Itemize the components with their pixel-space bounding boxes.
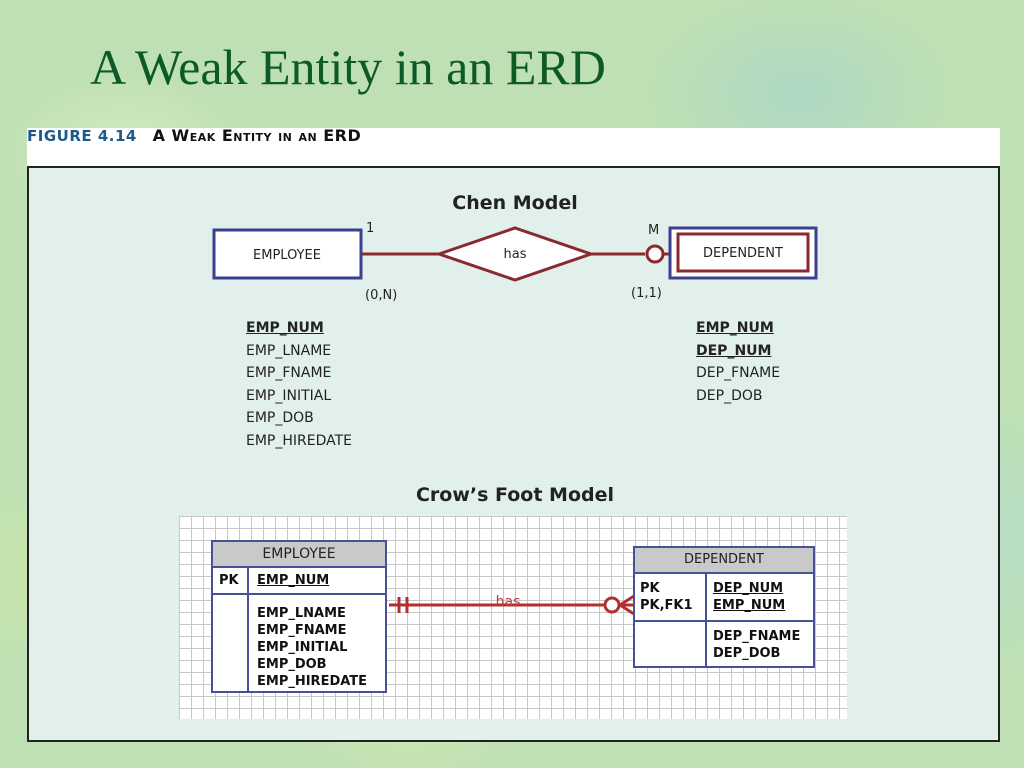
chen-dependent-label: DEPENDENT — [703, 246, 783, 261]
cf-dependent-table: DEPENDENT PK PK,FK1 DEP_NUM EMP_NUM DEP_… — [633, 546, 815, 668]
figure-caption-text: A Weak Entity in an ERD — [152, 126, 362, 145]
cf-dependent-fk-field: EMP_NUM — [713, 598, 786, 613]
cf-dependent-header: DEPENDENT — [635, 548, 813, 574]
crowsfoot-has-label: has — [496, 594, 521, 610]
chen-employee-entity — [212, 228, 363, 280]
cf-dependent-attr-row: DEP_FNAME DEP_DOB — [635, 622, 813, 666]
chen-heading: Chen Model — [452, 192, 577, 214]
cf-employee-header: EMPLOYEE — [213, 542, 385, 568]
dependent-attribute: DEP_FNAME — [696, 365, 781, 381]
employee-attribute: EMP_NUM — [246, 320, 324, 336]
chen-has-diamond — [434, 226, 596, 282]
optional-circle — [603, 596, 621, 614]
cf-dependent-attribute: DEP_DOB — [713, 646, 781, 661]
crowsfoot-heading: Crow’s Foot Model — [416, 484, 614, 506]
figure-number: FIGURE 4.14 — [27, 127, 137, 145]
dependent-attribute: DEP_NUM — [696, 342, 772, 359]
employee-attribute: EMP_INITIAL — [246, 387, 332, 404]
employee-attribute: EMP_HIREDATE — [246, 432, 353, 449]
cf-employee-attribute: EMP_LNAME — [257, 606, 346, 621]
cf-employee-attribute: EMP_FNAME — [257, 623, 347, 638]
chen-cardinality-1: 1 — [366, 221, 374, 236]
chen-participation-left: (0,N) — [365, 288, 397, 303]
cf-dependent-pk-field: DEP_NUM — [713, 581, 784, 596]
cf-dependent-pk-row: PK PK,FK1 DEP_NUM EMP_NUM — [635, 574, 813, 622]
cf-dependent-attribute: DEP_FNAME — [713, 629, 801, 644]
cf-employee-pk-field: EMP_NUM — [257, 573, 330, 588]
chen-participation-right: (1,1) — [631, 286, 662, 301]
cf-dependent-pk-label: PK — [640, 581, 660, 596]
cf-employee-pk-label: PK — [219, 573, 239, 588]
figure-caption: FIGURE 4.14 A Weak Entity in an ERD — [27, 128, 361, 156]
chen-employee-label: EMPLOYEE — [253, 248, 321, 263]
dependent-attribute: DEP_DOB — [696, 387, 763, 404]
chen-diagram: Chen Model EMPLOYEE has DEPENDENT 1 M (0… — [212, 192, 818, 506]
chen-employee-attributes: EMP_NUM EMP_LNAME EMP_FNAME EMP_INITIAL … — [246, 317, 352, 452]
cf-employee-attribute: EMP_DOB — [257, 657, 327, 672]
cf-dependent-pkfk-label: PK,FK1 — [640, 598, 693, 613]
chen-cardinality-m: M — [648, 223, 659, 238]
slide-title: A Weak Entity in an ERD — [90, 39, 606, 95]
cf-employee-pk-row: PK EMP_NUM — [213, 568, 385, 595]
chen-dependent-inner — [676, 232, 810, 273]
employee-attribute: EMP_DOB — [246, 410, 314, 426]
cf-employee-attr-row: EMP_LNAME EMP_FNAME EMP_INITIAL EMP_DOB … — [213, 595, 385, 691]
crowsfoot-prong-top — [619, 594, 635, 607]
chen-dependent-attributes: EMP_NUM DEP_NUM DEP_FNAME DEP_DOB — [696, 317, 780, 407]
crowsfoot-prong-bottom — [619, 603, 635, 616]
cf-employee-table: EMPLOYEE PK EMP_NUM EMP_LNAME EMP_FNAME … — [211, 540, 387, 693]
cf-employee-attribute: EMP_HIREDATE — [257, 674, 368, 689]
chen-has-label: has — [504, 247, 527, 262]
dependent-attribute: EMP_NUM — [696, 320, 774, 336]
cf-employee-attribute: EMP_INITIAL — [257, 640, 348, 655]
employee-attribute: EMP_LNAME — [246, 342, 332, 359]
employee-attribute: EMP_FNAME — [246, 365, 332, 381]
